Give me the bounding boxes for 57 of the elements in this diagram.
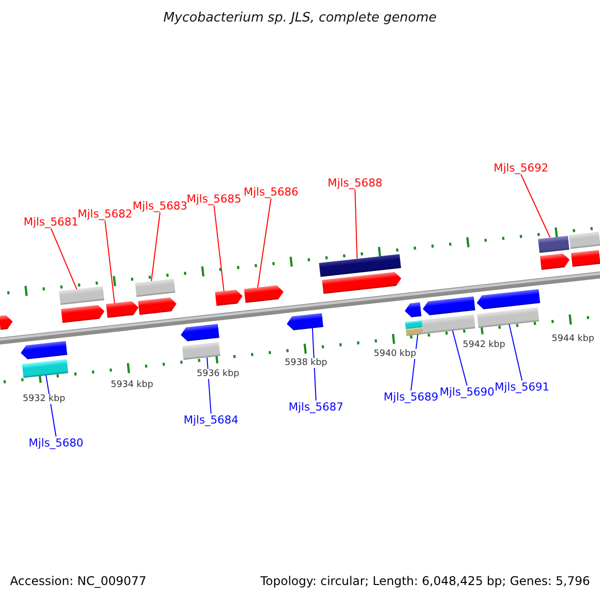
leader-line: [520, 174, 550, 238]
gene-feature: [20, 340, 67, 360]
gene-locus-label: Mjls_5692: [494, 162, 548, 174]
leader-line: [312, 327, 316, 401]
gene-feature: [476, 288, 540, 310]
leader-line: [452, 330, 468, 386]
gene-locus-label: Mjls_5685: [186, 192, 242, 206]
gene-locus-label: Mjls_5683: [132, 200, 188, 212]
feature-bar: [135, 278, 176, 297]
gene-locus-label: Mjls_5690: [440, 386, 494, 398]
gene-locus-label: Mjls_5681: [24, 216, 78, 228]
gene-locus-label: Mjls_5688: [328, 176, 382, 190]
scale-label: 5932 kbp: [22, 394, 66, 404]
scale-label: 5938 kbp: [284, 358, 328, 368]
gene-feature: [60, 304, 106, 324]
gene-feature: [404, 302, 422, 318]
gene-locus-label: Mjls_5684: [184, 414, 238, 426]
gene-feature: [244, 284, 284, 303]
accession-text: Accession: NC_009077: [10, 574, 146, 588]
feature-bar: [182, 342, 220, 360]
gene-feature: [106, 300, 139, 318]
gene-feature: [540, 253, 570, 270]
feature-bar: [476, 307, 540, 328]
feature-bar: [568, 232, 600, 250]
gene-locus-label: Mjls_5687: [288, 400, 344, 414]
feature-bar: [570, 250, 600, 267]
gene-feature: [0, 314, 14, 330]
gene-locus-label: Mjls_5689: [384, 390, 438, 404]
gene-locus-label: Mjls_5686: [244, 186, 298, 198]
feature-bar: [58, 286, 104, 306]
gene-feature: [180, 324, 219, 342]
map-title: Mycobacterium sp. JLS, complete genome: [163, 10, 437, 26]
leader-line: [354, 189, 358, 259]
scale-label: 5944 kbp: [550, 334, 596, 344]
scale-label: 5934 kbp: [110, 380, 154, 390]
leader-line: [104, 220, 116, 304]
feature-bar: [422, 314, 476, 334]
feature-bar: [405, 320, 424, 336]
gene-feature: [286, 312, 324, 330]
scale-label: 5936 kbp: [196, 369, 240, 379]
leader-line: [50, 228, 78, 290]
genome-summary-text: Topology: circular; Length: 6,048,425 bp; Genes: 5,796: [260, 574, 590, 588]
gene-feature: [138, 296, 178, 315]
feature-bar: [538, 235, 570, 252]
gene-locus-label: Mjls_5691: [494, 380, 550, 394]
scale-label: 5942 kbp: [462, 340, 506, 350]
leader-line: [214, 205, 224, 292]
scale-label: 5940 kbp: [372, 349, 418, 359]
leader-line: [150, 212, 160, 282]
feature-bar: [319, 254, 402, 277]
feature-bar: [22, 358, 68, 378]
leader-line: [508, 324, 522, 381]
gene-feature: [322, 272, 402, 294]
gene-feature: [214, 289, 244, 306]
leader-line: [257, 198, 272, 288]
gene-locus-label: Mjls_5682: [78, 208, 132, 220]
gene-locus-label: Mjls_5680: [28, 436, 84, 450]
